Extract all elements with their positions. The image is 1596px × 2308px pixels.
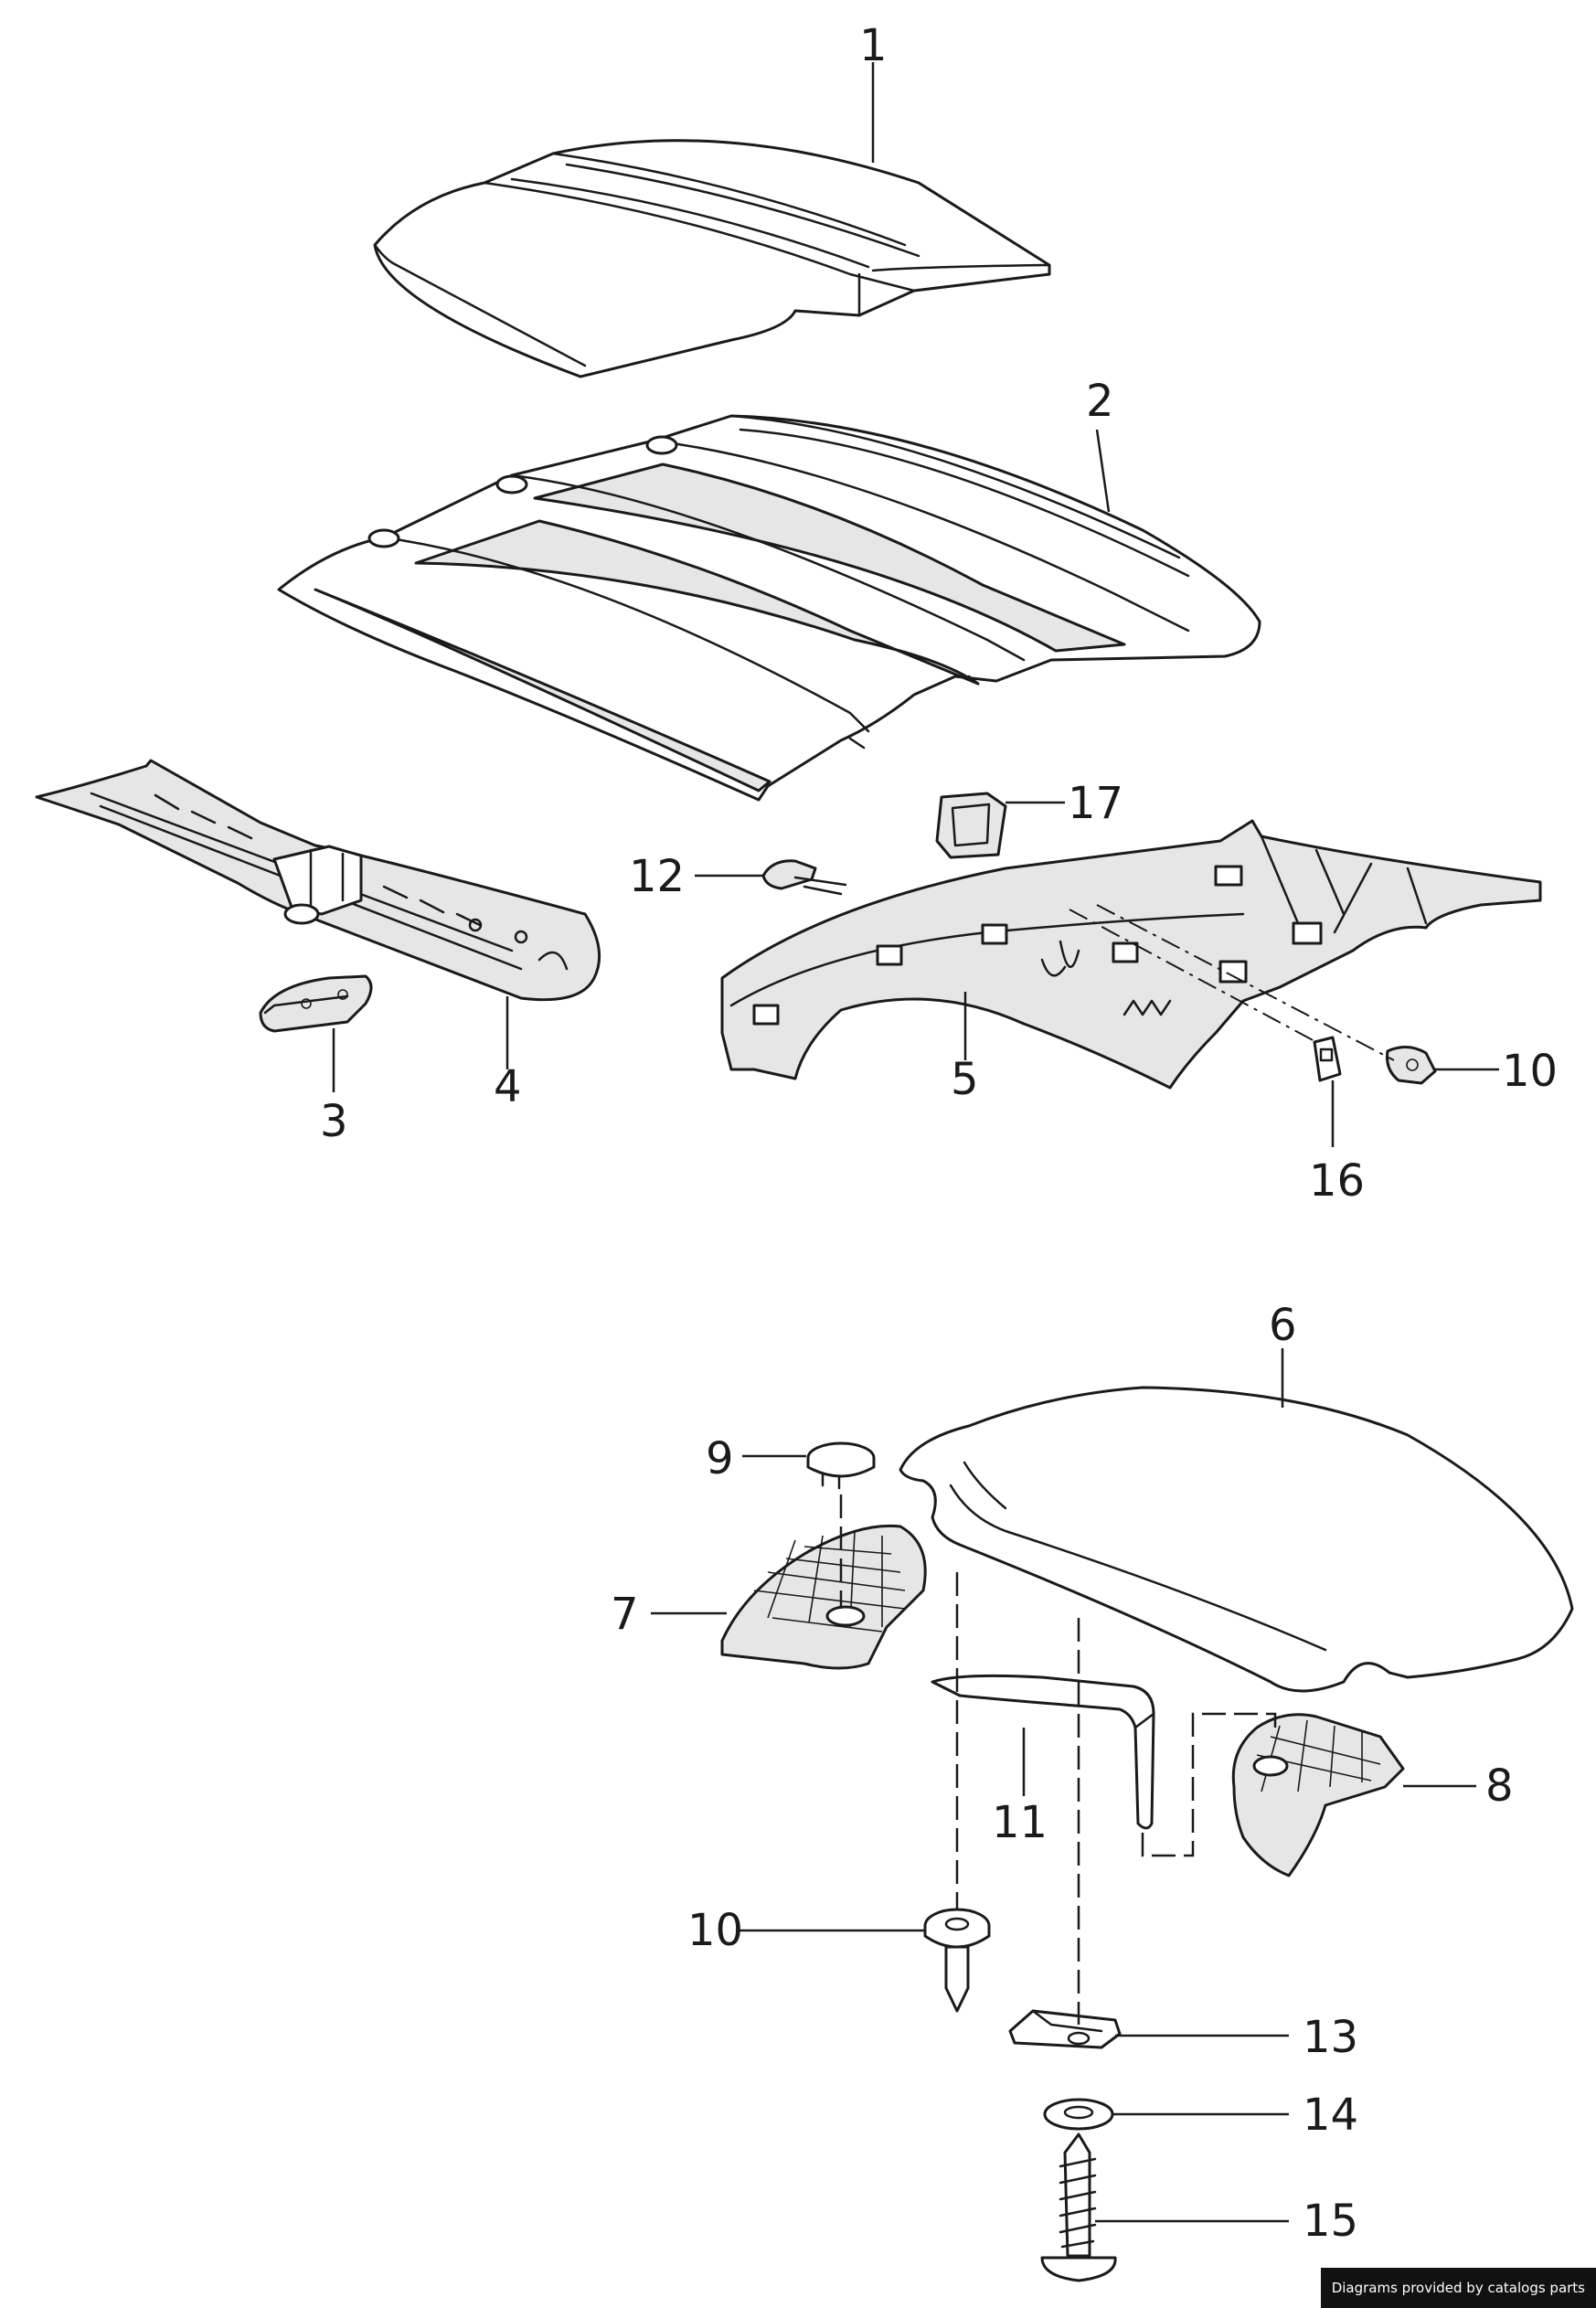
callout-labels: 1 2 3 4 5 6 7 8 9 10 10 11 12 13 14 15 1…: [320, 20, 1558, 2247]
part-17-box-clip: [935, 792, 1007, 859]
callout-8: 8: [1485, 1760, 1514, 1812]
part-15-screw: [1040, 2133, 1117, 2282]
part-14-washer: [1043, 2098, 1114, 2131]
leader-lines: [332, 62, 1499, 2223]
callout-5: 5: [951, 1054, 979, 1105]
part-9-cap: [806, 1441, 876, 1490]
callout-9: 9: [706, 1433, 734, 1484]
callout-16: 16: [1309, 1155, 1365, 1207]
part-16-clip: [1313, 1036, 1342, 1082]
callout-10-top: 10: [1502, 1046, 1558, 1097]
callout-13: 13: [1303, 2012, 1358, 2063]
callout-6: 6: [1269, 1300, 1297, 1351]
callout-3: 3: [320, 1096, 348, 1147]
part-2-roof-frame: [277, 414, 1261, 802]
callout-11: 11: [992, 1797, 1048, 1848]
diagram-credit: Diagrams provided by catalogs parts: [1320, 2268, 1596, 2308]
part-13-clip-nut: [1008, 2009, 1122, 2049]
part-8-right-cover: [1231, 1713, 1405, 1877]
callout-14: 14: [1303, 2090, 1358, 2141]
part-1-roof-panel: [373, 139, 1051, 378]
part-3-pad: [259, 974, 373, 1033]
part-4-center-rail: [35, 759, 601, 1002]
callout-15: 15: [1303, 2196, 1358, 2247]
part-10-clip-top: [1386, 1046, 1437, 1085]
callout-7: 7: [611, 1589, 639, 1640]
part-7-left-cover: [720, 1524, 927, 1670]
callout-17: 17: [1068, 778, 1123, 829]
assembly-line-bracket: [1141, 1712, 1277, 1857]
callout-4: 4: [494, 1061, 522, 1112]
part-12-clip: [761, 859, 847, 896]
callout-12: 12: [629, 851, 685, 902]
assembly-line-trim: [1069, 904, 1395, 1061]
part-10-push-rivet: [923, 1908, 991, 2013]
part-11-bracket: [931, 1674, 1155, 1830]
callout-1: 1: [859, 20, 888, 71]
assembly-lines-lower: [839, 1494, 1080, 2025]
part-5-side-trim: [720, 819, 1542, 1090]
callout-10-bottom: 10: [687, 1905, 743, 1956]
part-6-rear-shelf: [899, 1386, 1574, 1693]
callout-2: 2: [1086, 376, 1114, 427]
